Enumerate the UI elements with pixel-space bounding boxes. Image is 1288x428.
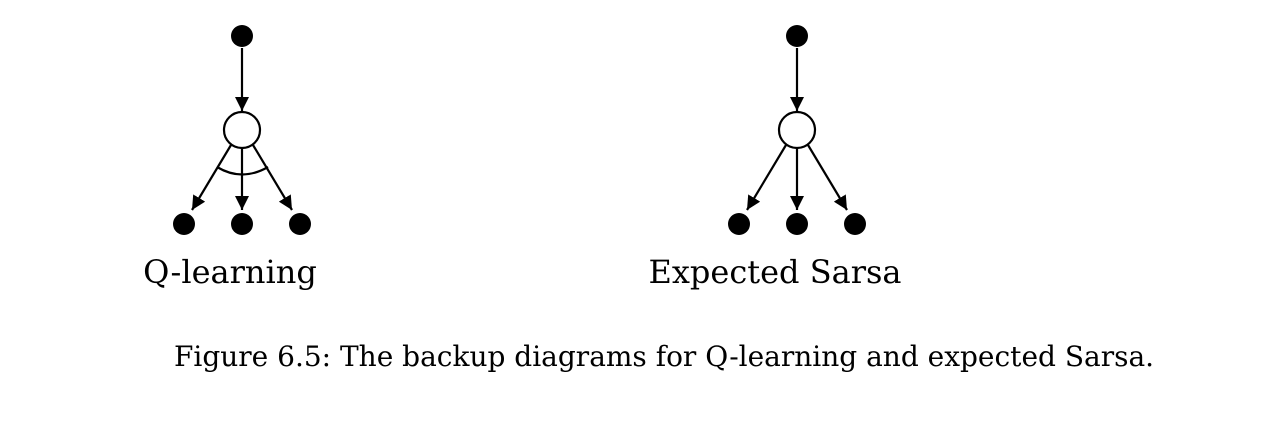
next-state-node-middle [786, 213, 808, 235]
next-state-node-right [289, 213, 311, 235]
max-arc [216, 166, 269, 176]
expected-sarsa-label: Expected Sarsa [648, 253, 902, 291]
q-learning-diagram [173, 25, 311, 235]
action-to-next-state-arrow-right [807, 144, 848, 211]
state-node-top [231, 25, 253, 47]
expected-sarsa-diagram [728, 25, 866, 235]
action-node [777, 110, 817, 150]
action-node [222, 110, 262, 150]
next-state-node-left [728, 213, 750, 235]
q-learning-label: Q-learning [143, 253, 317, 291]
next-state-node-left [173, 213, 195, 235]
next-state-node-right [844, 213, 866, 235]
action-to-next-state-arrow-right [252, 144, 293, 211]
action-to-next-state-arrow-left [191, 144, 232, 211]
state-node-top [786, 25, 808, 47]
figure-caption: Figure 6.5: The backup diagrams for Q-le… [173, 340, 1155, 373]
action-to-next-state-arrow-left [746, 144, 787, 211]
next-state-node-middle [231, 213, 253, 235]
